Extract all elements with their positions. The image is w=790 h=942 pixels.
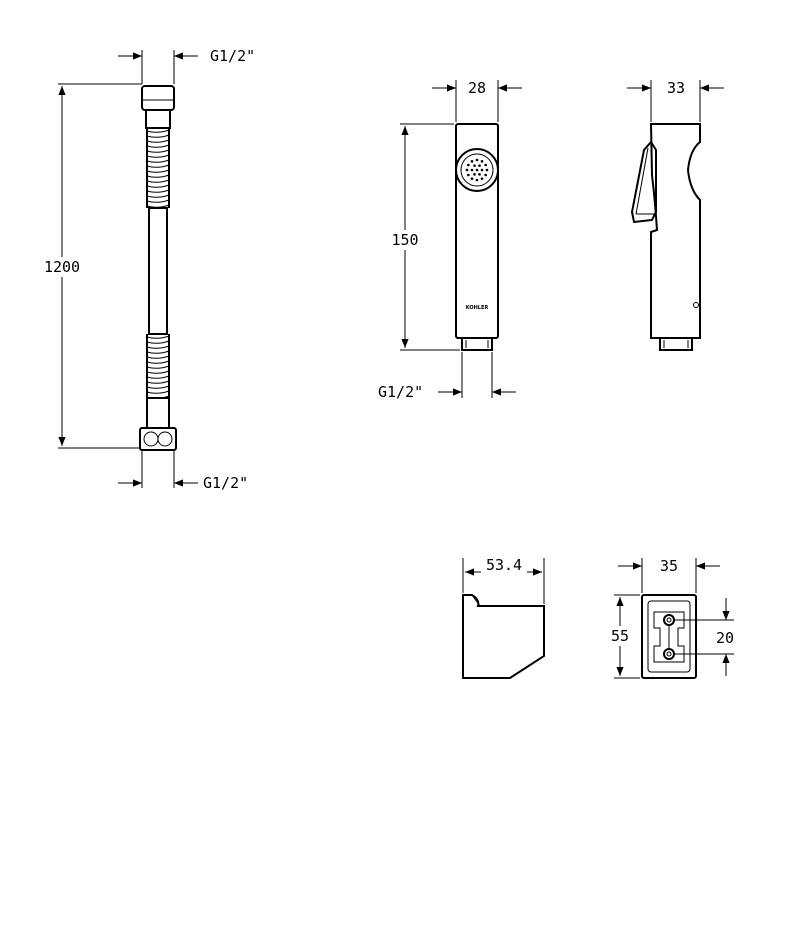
spray-nozzle (455, 148, 499, 192)
spray-side-body (649, 123, 701, 339)
spray-nozzle-holes (465, 158, 489, 182)
hose-upper-corrugation (146, 128, 170, 208)
spray-logo: KOHLER (466, 305, 489, 311)
spray-front-height-label: 150 (391, 231, 418, 249)
holder-side-view: 53.4 (462, 556, 545, 679)
holder-side-body (462, 594, 545, 679)
holder-back-body (641, 594, 697, 679)
holder-side-width-label: 53.4 (486, 556, 522, 574)
hose-view: 1200 G1/2" G1/2" (40, 47, 255, 492)
hose-middle (148, 207, 168, 335)
hose-lower-corrugation (146, 334, 170, 399)
spray-side-view: 33 (627, 79, 724, 351)
hose-bottom-thread-label: G1/2" (203, 474, 248, 492)
hose-bottom-nut (139, 427, 177, 451)
spray-side-width-label: 33 (667, 79, 685, 97)
holder-mount-hole-lower (663, 648, 675, 660)
holder-back-view: 35 55 20 (608, 557, 734, 679)
holder-mount-hole-upper (663, 614, 675, 626)
spray-trigger-lever (630, 140, 657, 224)
holder-back-width-label: 35 (660, 557, 678, 575)
spray-front-width-label: 28 (468, 79, 486, 97)
spray-front-view: KOHLER 28 150 G1/2" (378, 79, 522, 401)
hose-length-label: 1200 (44, 258, 80, 276)
hose-top-nut (141, 85, 175, 111)
spray-front-thread-label: G1/2" (378, 383, 423, 401)
holder-back-height-label: 55 (611, 627, 629, 645)
hose-top-thread-label: G1/2" (210, 47, 255, 65)
holder-back-hole-spacing-label: 20 (716, 629, 734, 647)
